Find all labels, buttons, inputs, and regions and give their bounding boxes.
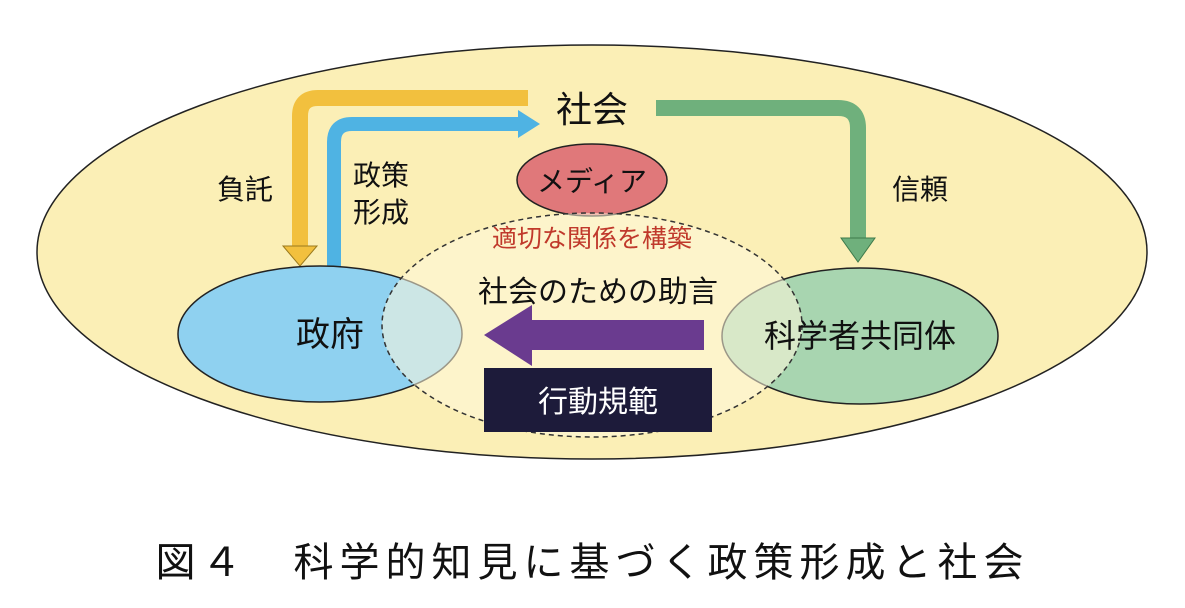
society-label: 社会 (556, 90, 628, 131)
conduct-box (484, 368, 712, 432)
policy-arrow-head (518, 110, 540, 138)
entrust-arrow (292, 90, 528, 248)
policy-arrow (327, 117, 520, 268)
policy-label-line2: 形成 (353, 196, 409, 229)
advice-label: 社会のための助言 (478, 275, 718, 310)
advice-arrow-head (484, 305, 532, 366)
relationship-label: 適切な関係を構築 (492, 224, 692, 253)
advice-arrow-body (530, 320, 704, 350)
trust-label: 信頼 (892, 173, 948, 206)
figure-caption: 図４ 科学的知見に基づく政策形成と社会 (155, 540, 1030, 586)
entrust-arrow-head (281, 245, 319, 267)
conduct-label: 行動規範 (538, 385, 658, 420)
trust-arrow (656, 100, 866, 240)
science-label: 科学者共同体 (764, 317, 956, 355)
policy-label-line1: 政策 (353, 159, 409, 192)
media-label: メディア (537, 165, 647, 198)
entrust-label: 負託 (217, 173, 273, 206)
trust-arrow-head (840, 237, 876, 263)
government-label: 政府 (296, 315, 364, 355)
